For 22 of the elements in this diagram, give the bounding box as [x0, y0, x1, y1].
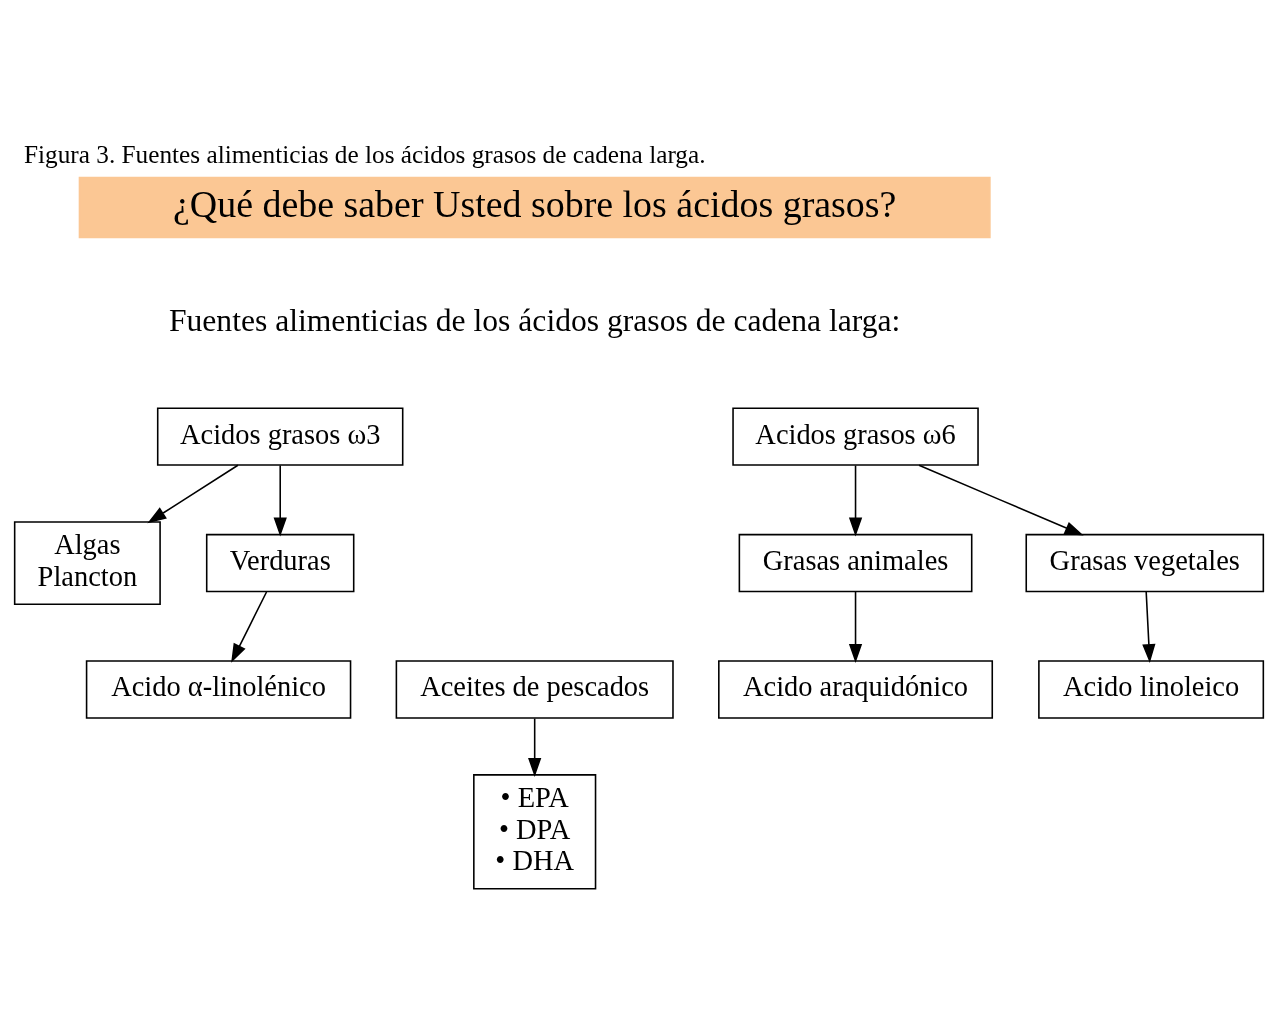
- arrow: [848, 464, 863, 537]
- node-box: Acidos grasos ω6: [732, 407, 979, 466]
- label: Fuentes alimenticias de los ácidos grasos de cadena larga:: [168, 302, 901, 338]
- node-box: Acido araquidónico: [718, 660, 994, 719]
- arrow: [1142, 591, 1156, 664]
- arrow: [273, 464, 287, 537]
- caption: Figura 3. Fuentes alimenticias de los ácidos grasos de cadena larga.: [24, 139, 706, 168]
- node-box: Acidos grasos ω3: [156, 407, 404, 466]
- node-box: Verduras: [205, 533, 355, 593]
- node-box: ¿Qué debe saber Usted sobre los ácidos grasos?: [78, 176, 991, 239]
- arrow: [147, 464, 239, 524]
- node-box: Aceites de pescados: [395, 660, 674, 719]
- node-box: Grasas animales: [738, 533, 973, 593]
- arrow: [848, 591, 863, 664]
- arrow: [528, 717, 542, 777]
- node-box: Acido α-linolénico: [85, 660, 352, 719]
- node-box: Acido linoleico: [1038, 660, 1265, 719]
- node-box: Algas Plancton: [13, 521, 161, 605]
- node-box: Grasas vegetales: [1025, 533, 1265, 593]
- arrow: [231, 591, 268, 663]
- node-box: • EPA • DPA • DHA: [473, 774, 597, 890]
- arrow: [918, 464, 1084, 536]
